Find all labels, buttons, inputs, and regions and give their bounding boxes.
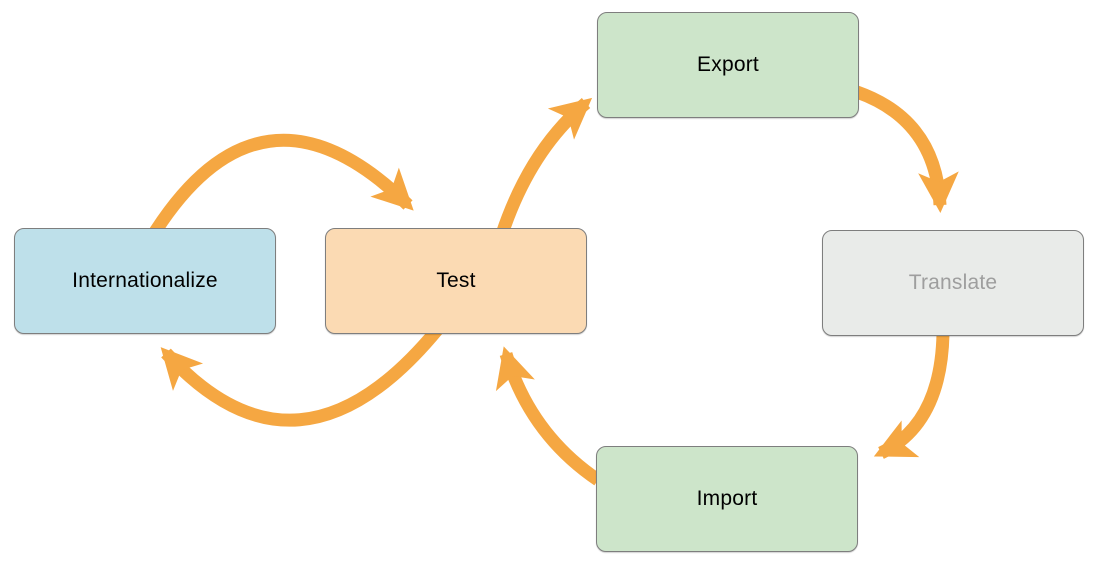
node-test: Test: [325, 228, 587, 334]
node-import-label: Import: [696, 487, 758, 510]
node-internationalize: Internationalize: [14, 228, 276, 334]
edge-export-to-translate: [854, 85, 959, 213]
edge-internationalize-to-test: [144, 133, 414, 244]
edge-translate-to-import: [873, 333, 950, 459]
node-test-label: Test: [436, 269, 476, 292]
edge-test-to-export: [495, 97, 593, 237]
node-import: Import: [596, 446, 858, 552]
node-translate-label: Translate: [908, 271, 998, 294]
node-export: Export: [597, 12, 859, 118]
node-internationalize-label: Internationalize: [72, 269, 218, 292]
edge-import-to-test: [495, 346, 602, 486]
node-export-label: Export: [697, 53, 759, 76]
edge-test-to-internationalize: [160, 325, 443, 427]
node-translate: Translate: [822, 230, 1084, 336]
